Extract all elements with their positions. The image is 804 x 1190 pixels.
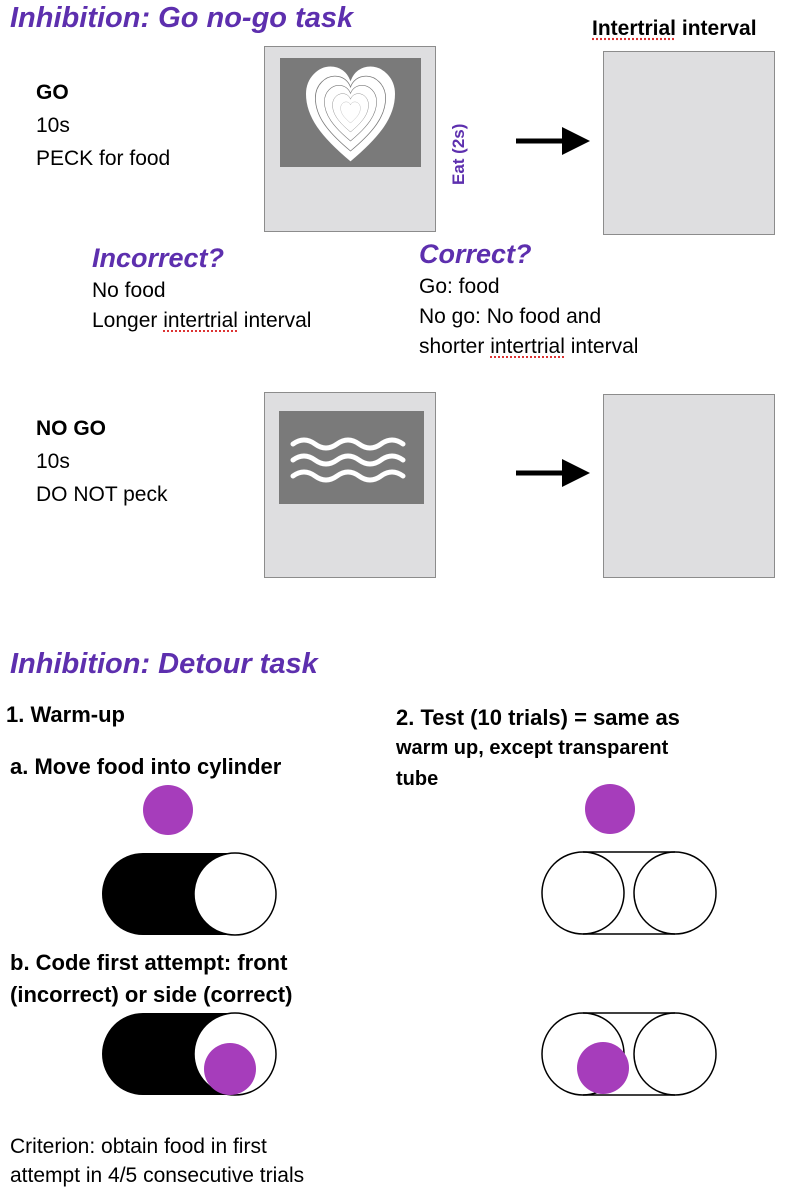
nogo-instruction: DO NOT peck — [36, 483, 168, 506]
nogo-duration: 10s — [36, 450, 70, 473]
food-pellet — [204, 1043, 256, 1095]
test-description: 2. Test (10 trials) = same as warm up, e… — [396, 702, 680, 795]
intertrial-screen-bottom — [603, 394, 775, 578]
nogo-stimulus — [279, 411, 424, 504]
criterion-text: Criterion: obtain food in first attempt … — [10, 1132, 304, 1190]
test-line-1: 2. Test (10 trials) = same as — [396, 705, 680, 730]
incorrect-line-1: No food — [92, 279, 166, 302]
criterion-line-1: Criterion: obtain food in first — [10, 1135, 267, 1158]
warmup-a-apparatus — [102, 785, 277, 936]
wave-icon — [290, 437, 406, 483]
food-pellet — [585, 784, 635, 834]
test-b-apparatus — [541, 1012, 717, 1096]
interval-word: interval — [676, 17, 757, 40]
tube-back-end — [541, 851, 625, 935]
correct-line-1: Go: food — [419, 275, 500, 298]
go-duration: 10s — [36, 114, 70, 137]
step-a-label: a. Move food into cylinder — [10, 754, 282, 779]
incorrect-line-2-spell: intertrial — [163, 309, 238, 332]
go-instruction: PECK for food — [36, 147, 171, 170]
food-pellet — [143, 785, 193, 835]
correct-line-3: shorter intertrial interval — [419, 332, 638, 362]
warmup-b-apparatus — [102, 1012, 277, 1096]
test-line-2: warm up, except transparent — [396, 737, 669, 759]
arrow-right-icon — [516, 127, 590, 155]
nogo-title: NO GO — [36, 417, 107, 440]
nogo-screen — [264, 392, 436, 578]
tube-opening — [193, 852, 277, 936]
correct-line-3-spell: intertrial — [490, 335, 565, 358]
test-line-3: tube — [396, 768, 439, 790]
transparent-tube — [583, 851, 675, 935]
detour-heading: Inhibition: Detour task — [10, 648, 318, 680]
incorrect-heading: Incorrect? — [92, 243, 225, 273]
test-a-apparatus — [541, 784, 717, 935]
heart-icon — [304, 65, 397, 163]
incorrect-line-2-pre: Longer — [92, 309, 164, 332]
step-b-line-1: b. Code first attempt: front — [10, 950, 288, 975]
go-stimulus — [280, 58, 421, 167]
incorrect-line-2: Longer intertrial interval — [92, 306, 311, 336]
gonogo-heading: Inhibition: Go no-go task — [10, 2, 354, 34]
eat-duration-label: Eat (2s) — [449, 123, 468, 185]
step-b-line-2: (incorrect) or side (correct) — [10, 982, 293, 1007]
tube-opening — [633, 1012, 717, 1096]
criterion-line-2: attempt in 4/5 consecutive trials — [10, 1164, 305, 1187]
go-screen — [264, 46, 436, 232]
nogo-condition-text: NO GO 10s DO NOT peck — [36, 412, 167, 511]
tube-opening — [633, 851, 717, 935]
intertrial-screen-top — [603, 51, 775, 235]
go-title: GO — [36, 81, 69, 104]
arrow-right-icon — [516, 459, 590, 487]
go-condition-text: GO 10s PECK for food — [36, 76, 170, 175]
incorrect-feedback: Incorrect? No food Longer intertrial int… — [92, 243, 311, 336]
intertrial-interval-label: Intertrial interval — [592, 17, 757, 41]
transparent-tube — [583, 1012, 675, 1096]
step-b-label: b. Code first attempt: front (incorrect)… — [10, 947, 292, 1011]
correct-line-2: No go: No food and — [419, 305, 602, 328]
intertrial-word: Intertrial — [592, 17, 677, 40]
correct-line-3-post: interval — [564, 335, 639, 358]
warmup-label: 1. Warm-up — [6, 702, 125, 727]
food-pellet — [577, 1042, 629, 1094]
correct-line-3-pre: shorter — [419, 335, 491, 358]
correct-feedback: Correct? Go: food No go: No food and sho… — [419, 239, 638, 362]
incorrect-line-2-post: interval — [237, 309, 312, 332]
correct-heading: Correct? — [419, 239, 532, 269]
